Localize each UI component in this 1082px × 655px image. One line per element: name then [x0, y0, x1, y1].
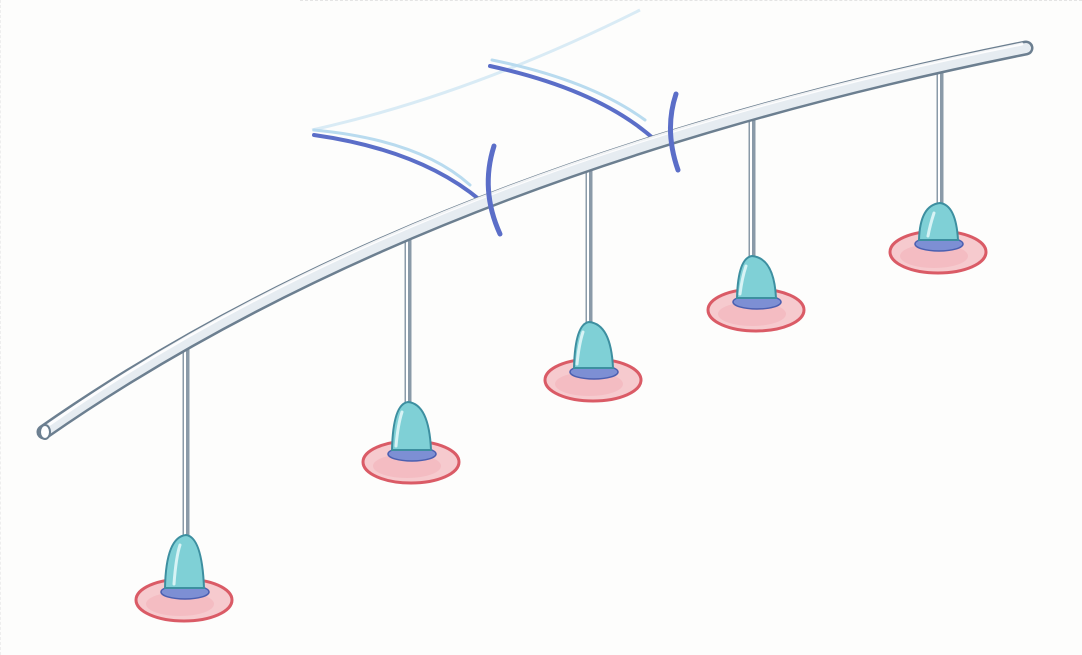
post-group: [136, 70, 986, 621]
post-icon: [545, 160, 641, 401]
post-icon: [363, 230, 459, 483]
bar-highlight: [50, 44, 1022, 424]
post-cap: [919, 203, 958, 240]
bracket-plane-left: [312, 10, 640, 130]
bracket-group-back: [312, 10, 655, 200]
post-icon: [708, 110, 804, 331]
bar-end-left: [40, 425, 50, 439]
bar-outline: [44, 48, 1026, 432]
bracket-arm-right: [490, 66, 655, 140]
bar-fill: [44, 48, 1026, 432]
post-cap: [165, 535, 204, 588]
post-icon: [136, 340, 232, 621]
post-icon: [890, 70, 986, 273]
